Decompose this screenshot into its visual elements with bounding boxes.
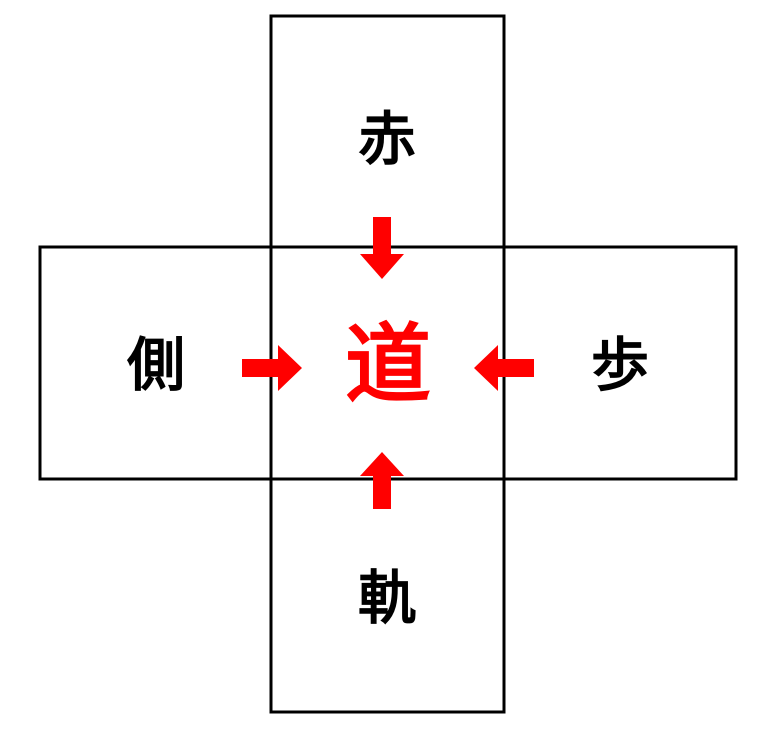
arrow-right-icon [242,345,302,391]
kanji-right: 歩 [591,331,649,399]
arrow-left-icon [474,345,534,391]
kanji-left: 側 [126,331,185,399]
arrow-up-icon [360,452,404,509]
kanji-center-answer: 道 [345,315,431,415]
arrow-down-icon [360,217,404,279]
kanji-top: 赤 [358,105,416,173]
arrows [242,217,534,509]
kanji-bottom: 軌 [358,564,416,632]
